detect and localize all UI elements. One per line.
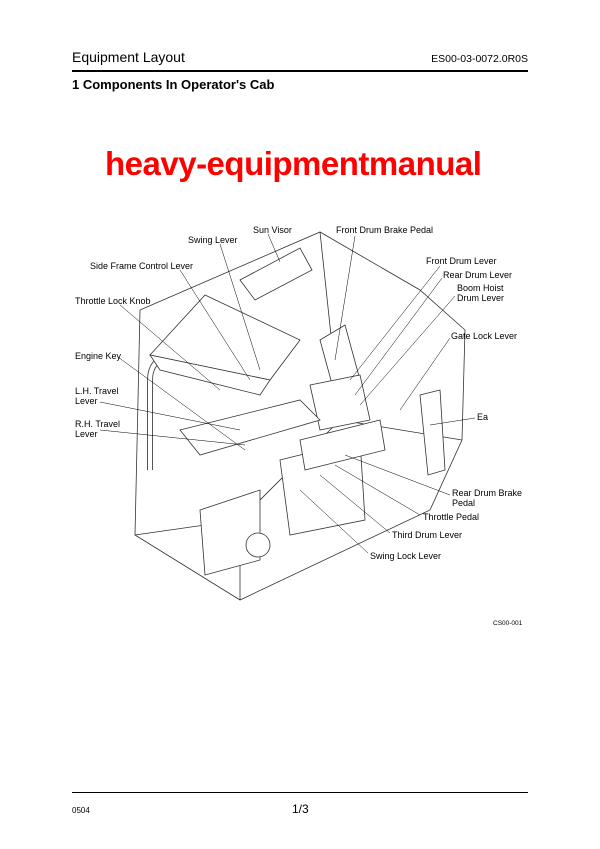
document-id: ES00-03-0072.0R0S xyxy=(431,53,528,65)
label-ea: Ea xyxy=(477,412,489,422)
label-front-drum-lever: Front Drum Lever xyxy=(426,256,497,266)
label-gate-lock-lever: Gate Lock Lever xyxy=(451,331,518,341)
label-line: R.H. Travel xyxy=(75,419,121,429)
right-console xyxy=(309,324,446,476)
section-title: 1 Components In Operator's Cab xyxy=(72,77,275,92)
watermark: heavy-equipmentmanual xyxy=(105,145,482,182)
sun-visor xyxy=(239,247,313,301)
header-rule xyxy=(72,70,528,72)
label-third-drum-lever: Third Drum Lever xyxy=(392,530,463,540)
label-line: Drum Lever xyxy=(457,293,505,303)
label-sun-visor: Sun Visor xyxy=(253,225,292,235)
page-header-title: Equipment Layout xyxy=(72,49,185,65)
label-swing-lever: Swing Lever xyxy=(188,235,238,245)
label-rear-drum-lever: Rear Drum Lever xyxy=(443,270,513,280)
label-throttle-lock-knob: Throttle Lock Knob xyxy=(75,296,151,306)
label-engine-key: Engine Key xyxy=(75,351,122,361)
label-line: Lever xyxy=(75,429,98,439)
label-line: Boom Hoist xyxy=(457,283,504,293)
footer-code: 0504 xyxy=(72,806,90,815)
label-line: Lever xyxy=(75,396,98,406)
label-side-frame-control-lever: Side Frame Control Lever xyxy=(90,261,194,271)
page-number: 1/3 xyxy=(292,802,309,816)
label-throttle-pedal: Throttle Pedal xyxy=(423,512,480,522)
label-swing-lock-lever: Swing Lock Lever xyxy=(370,551,442,561)
seat-frame xyxy=(147,294,301,470)
label-line: L.H. Travel xyxy=(75,386,119,396)
label-line: Pedal xyxy=(452,498,476,508)
figure-id: CS00-001 xyxy=(493,620,523,627)
label-front-drum-brake-pedal: Front Drum Brake Pedal xyxy=(336,225,434,235)
footer-rule xyxy=(72,792,528,793)
label-line: Rear Drum Brake xyxy=(452,488,523,498)
leader-lines xyxy=(99,233,476,554)
base-machinery xyxy=(179,399,386,576)
